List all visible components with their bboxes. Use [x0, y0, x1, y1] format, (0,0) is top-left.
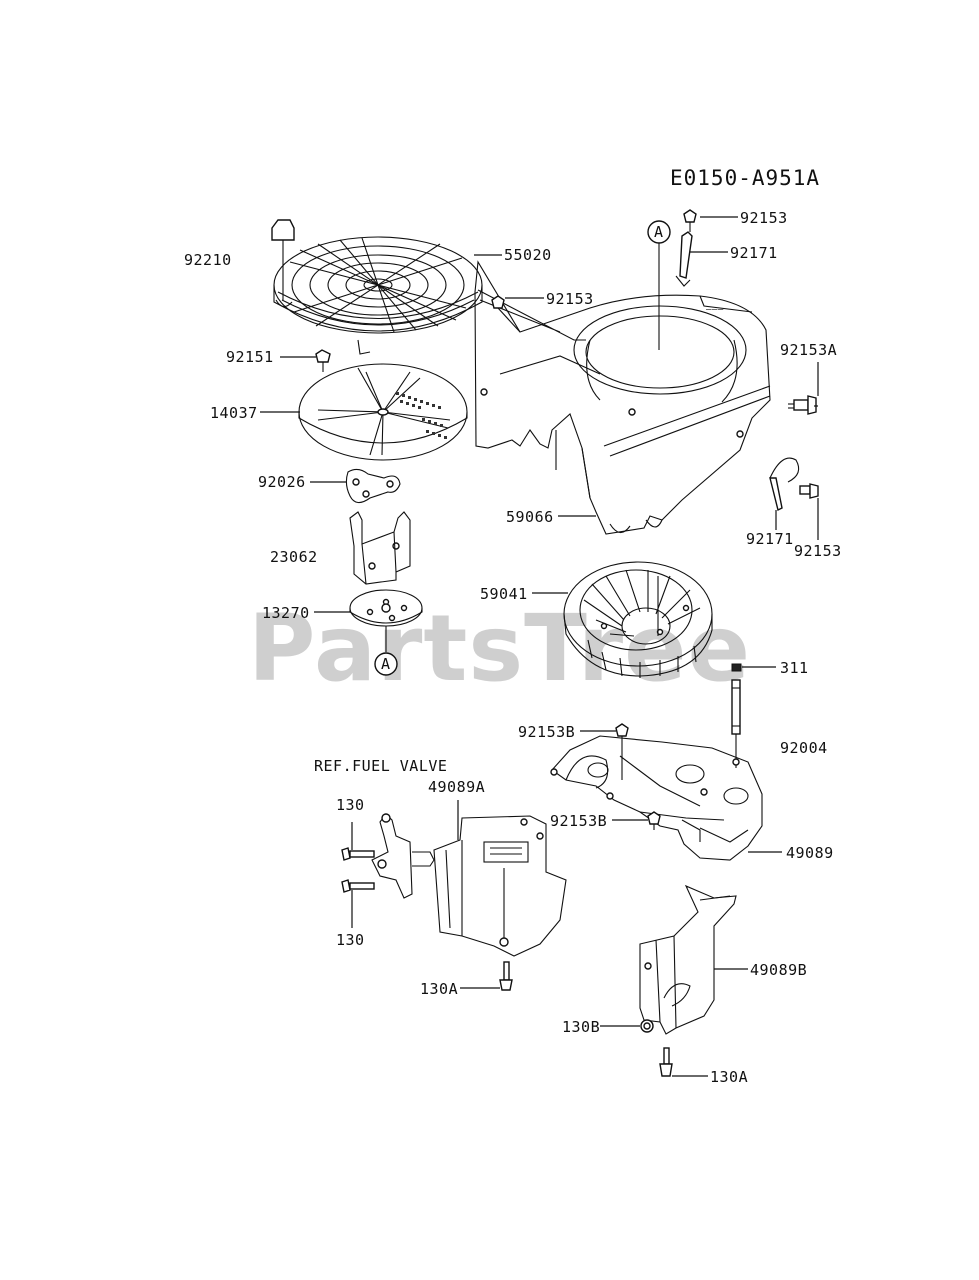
label-49089B: 49089B: [750, 961, 807, 979]
part-130-bolt-lower[interactable]: [341, 879, 375, 893]
label-92004: 92004: [780, 739, 828, 757]
diagram-code: E0150-A951A: [670, 166, 820, 190]
label-59041: 59041: [480, 585, 528, 603]
part-55020-screen[interactable]: [273, 236, 483, 355]
part-59066-blower-housing[interactable]: ———: [474, 260, 771, 535]
part-130A-screw-bottom[interactable]: [659, 1047, 673, 1077]
label-130A-a: 130A: [420, 980, 458, 998]
label-23062: 23062: [270, 548, 318, 566]
label-49089A: 49089A: [428, 778, 485, 796]
fuel-valve-bracket[interactable]: [371, 813, 435, 899]
part-92153A-bolt[interactable]: [788, 395, 817, 415]
label-130-b: 130: [336, 931, 365, 949]
part-92153-bolt-low[interactable]: [799, 483, 819, 499]
callout-a-top: A: [647, 220, 671, 350]
part-92153-bolt-mid[interactable]: [491, 295, 521, 333]
label-55020: 55020: [504, 246, 552, 264]
label-92153-low: 92153: [794, 542, 842, 560]
label-92153B-b: 92153B: [550, 812, 607, 830]
label-59066: 59066: [506, 508, 554, 526]
svg-text:A: A: [381, 655, 391, 673]
label-130A-b: 130A: [710, 1068, 748, 1086]
part-92210-nut[interactable]: [271, 219, 295, 308]
label-311: 311: [780, 659, 809, 677]
part-13270-disc[interactable]: [349, 589, 423, 652]
label-92210: 92210: [184, 251, 232, 269]
part-23062-bracket[interactable]: [349, 511, 411, 585]
part-130A-screw-left[interactable]: [499, 961, 513, 991]
part-92153B-bolt-upper[interactable]: [615, 723, 629, 780]
label-49089: 49089: [786, 844, 834, 862]
part-49089A-shroud[interactable]: [433, 815, 567, 957]
label-92153A: 92153A: [780, 341, 837, 359]
part-92026-plate[interactable]: [345, 468, 401, 504]
part-92153B-bolt-lower[interactable]: [647, 811, 661, 830]
watermark: PartsTree: [248, 595, 751, 702]
label-92026: 92026: [258, 473, 306, 491]
label-92171-top: 92171: [730, 244, 778, 262]
part-130B-bolt[interactable]: [640, 1019, 654, 1033]
leader-lines: [260, 216, 819, 1077]
part-92004-stud[interactable]: [731, 679, 741, 768]
part-311-nut[interactable]: [731, 663, 742, 672]
label-92153B-a: 92153B: [518, 723, 575, 741]
label-14037: 14037: [210, 404, 258, 422]
part-14037-fan-plate[interactable]: [298, 363, 468, 461]
label-130-a: 130: [336, 796, 365, 814]
label-92171-low: 92171: [746, 530, 794, 548]
label-92151: 92151: [226, 348, 274, 366]
part-92151-bolt[interactable]: [315, 349, 331, 372]
svg-text:A: A: [654, 223, 664, 241]
part-92171-rod-top[interactable]: [675, 231, 693, 287]
part-92171-clip[interactable]: [769, 457, 800, 512]
label-92153-top: 92153: [740, 209, 788, 227]
part-49089-baffle[interactable]: [550, 735, 763, 861]
part-59041-flywheel-fan[interactable]: [563, 561, 713, 678]
label-130B: 130B: [562, 1018, 600, 1036]
label-92153-mid: 92153: [546, 290, 594, 308]
part-92153-bolt-top[interactable]: [683, 209, 697, 232]
callout-a-bottom: A: [374, 652, 398, 676]
svg-text:———: ———: [706, 305, 724, 315]
label-ref-fuel-valve: REF.FUEL VALVE: [314, 757, 447, 775]
part-49089B-shroud[interactable]: [639, 884, 737, 1035]
label-13270: 13270: [262, 604, 310, 622]
part-130-bolt-upper[interactable]: [341, 847, 375, 861]
